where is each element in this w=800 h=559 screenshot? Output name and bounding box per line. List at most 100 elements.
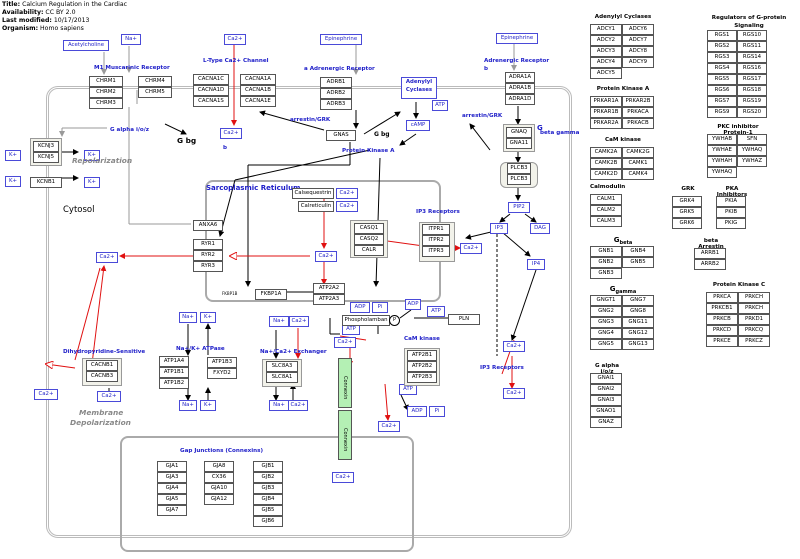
gene-calreticulin[interactable]: Calreticulin <box>298 201 334 212</box>
gene-rgs3[interactable]: RGS3 <box>707 52 737 63</box>
gene-gja4[interactable]: GJA4 <box>157 483 187 494</box>
gene-gja1[interactable]: GJA1 <box>157 461 187 472</box>
gene-adcy9[interactable]: ADCY9 <box>622 57 654 68</box>
gene-gjb5[interactable]: GJB5 <box>253 505 283 516</box>
gene-prkch[interactable]: PRKCH <box>738 303 770 314</box>
gene-pln[interactable]: PLN <box>448 314 480 325</box>
gene-chrm3[interactable]: CHRM3 <box>89 98 123 109</box>
gene-gja8[interactable]: GJA8 <box>204 461 234 472</box>
gene-prkca[interactable]: PRKCA <box>706 292 738 303</box>
gene-sfn[interactable]: SFN <box>737 134 767 145</box>
gene-casq1[interactable]: CASQ1 <box>354 223 384 234</box>
gene-gjb1[interactable]: GJB1 <box>253 461 283 472</box>
gene-rgs14[interactable]: RGS14 <box>737 52 767 63</box>
gene-cacna1c[interactable]: CACNA1C <box>193 74 229 85</box>
gene-adcy2[interactable]: ADCY2 <box>590 35 622 46</box>
gene-atp2b2[interactable]: ATP2B2 <box>407 361 437 372</box>
gene-ryr1[interactable]: RYR1 <box>193 239 223 250</box>
gene-plcb3-b[interactable]: PLCB3 <box>507 174 531 185</box>
gene-gjb4[interactable]: GJB4 <box>253 494 283 505</box>
gene-slc8a3[interactable]: SLC8A3 <box>266 361 298 372</box>
gene-gnb5[interactable]: GNB5 <box>622 257 654 268</box>
gene-calm1[interactable]: CALM1 <box>590 194 622 205</box>
gene-adcy6[interactable]: ADCY6 <box>622 24 654 35</box>
gene-adra1b[interactable]: ADRA1B <box>505 83 535 94</box>
gene-rgs7[interactable]: RGS7 <box>707 96 737 107</box>
gene-gja3[interactable]: GJA3 <box>157 472 187 483</box>
gene-rgs20[interactable]: RGS20 <box>737 107 767 118</box>
gene-calsequestrin[interactable]: Calsequestrin <box>292 188 334 199</box>
gene-gng8[interactable]: GNG8 <box>622 306 654 317</box>
gene-camk2g[interactable]: CAMK2G <box>622 147 654 158</box>
gene-itpr2[interactable]: ITPR2 <box>422 235 450 246</box>
gene-gng3[interactable]: GNG3 <box>590 317 622 328</box>
gene-itpr1[interactable]: ITPR1 <box>422 224 450 235</box>
gene-adcy4[interactable]: ADCY4 <box>590 57 622 68</box>
gene-cacna1b[interactable]: CACNA1B <box>240 85 276 96</box>
gene-ryr2[interactable]: RYR2 <box>193 250 223 261</box>
gene-atp1b1[interactable]: ATP1B1 <box>159 367 189 378</box>
gene-camk1[interactable]: CAMK1 <box>622 158 654 169</box>
gene-ywhah[interactable]: YWHAH <box>707 156 737 167</box>
gene-rgs19[interactable]: RGS19 <box>737 96 767 107</box>
gene-adra1d[interactable]: ADRA1D <box>505 94 535 105</box>
gene-cacna1e[interactable]: CACNA1E <box>240 96 276 107</box>
gene-prkcd[interactable]: PRKCD <box>706 325 738 336</box>
gene-grk4[interactable]: GRK4 <box>672 196 702 207</box>
gene-rgs16[interactable]: RGS16 <box>737 63 767 74</box>
gene-prkcz[interactable]: PRKCZ <box>738 336 770 347</box>
gene-adra1a[interactable]: ADRA1A <box>505 72 535 83</box>
gene-gja5[interactable]: GJA5 <box>157 494 187 505</box>
gene-ywhaz[interactable]: YWHAZ <box>737 156 767 167</box>
gene-adcy5[interactable]: ADCY5 <box>590 68 622 79</box>
gene-grk6[interactable]: GRK6 <box>672 218 702 229</box>
gene-gng11[interactable]: GNG11 <box>622 317 654 328</box>
gene-prkacb[interactable]: PRKACB <box>622 118 654 129</box>
gene-prkaca[interactable]: PRKACA <box>622 107 654 118</box>
gene-gjb2[interactable]: GJB2 <box>253 472 283 483</box>
gene-camk2b[interactable]: CAMK2B <box>590 158 622 169</box>
gene-ywhaq[interactable]: YWHAQ <box>707 167 737 178</box>
gene-gja12[interactable]: GJA12 <box>204 494 234 505</box>
gene-prkce[interactable]: PRKCE <box>706 336 738 347</box>
gene-chrm4[interactable]: CHRM4 <box>138 76 172 87</box>
gene-gnb1[interactable]: GNB1 <box>590 246 622 257</box>
adenylyl-cyclases-node[interactable]: Adenylyl Cyclases <box>401 77 437 99</box>
gene-atp2b1[interactable]: ATP2B1 <box>407 350 437 361</box>
gene-cx36[interactable]: CX36 <box>204 472 234 483</box>
gene-rgs18[interactable]: RGS18 <box>737 85 767 96</box>
gene-pkib[interactable]: PKIB <box>716 207 746 218</box>
gene-rgs4[interactable]: RGS4 <box>707 63 737 74</box>
gene-atp1a4[interactable]: ATP1A4 <box>159 356 189 367</box>
gene-gnai2[interactable]: GNAI2 <box>590 384 622 395</box>
gene-prkar1a[interactable]: PRKAR1A <box>590 96 622 107</box>
connexin-lower[interactable]: Connexin <box>338 410 352 460</box>
connexin-upper[interactable]: Connexin <box>338 358 352 408</box>
gene-plcb3-a[interactable]: PLCB3 <box>507 163 531 174</box>
gene-gnas[interactable]: GNAS <box>326 130 356 141</box>
gene-cacna1a[interactable]: CACNA1A <box>240 74 276 85</box>
gene-prkar2a[interactable]: PRKAR2A <box>590 118 622 129</box>
gene-adrb2[interactable]: ADRB2 <box>320 88 352 99</box>
gene-gja7[interactable]: GJA7 <box>157 505 187 516</box>
gene-gnaq[interactable]: GNAQ <box>506 127 532 138</box>
gene-fxyd2[interactable]: FXYD2 <box>207 368 237 379</box>
gene-calm2[interactable]: CALM2 <box>590 205 622 216</box>
gene-camk2d[interactable]: CAMK2D <box>590 169 622 180</box>
gene-gnaz[interactable]: GNAZ <box>590 417 622 428</box>
gene-prkd1[interactable]: PRKD1 <box>738 314 770 325</box>
gene-gna11[interactable]: GNA11 <box>506 138 532 149</box>
gene-rgs17[interactable]: RGS17 <box>737 74 767 85</box>
gene-atp2b3[interactable]: ATP2B3 <box>407 372 437 383</box>
gene-prkcq[interactable]: PRKCQ <box>738 325 770 336</box>
gene-gnb4[interactable]: GNB4 <box>622 246 654 257</box>
gene-camk2a[interactable]: CAMK2A <box>590 147 622 158</box>
gene-prkar1b[interactable]: PRKAR1B <box>590 107 622 118</box>
gene-gja10[interactable]: GJA10 <box>204 483 234 494</box>
gene-gng13[interactable]: GNG13 <box>622 339 654 350</box>
gene-gjb6[interactable]: GJB6 <box>253 516 283 527</box>
gene-gngt1[interactable]: GNGT1 <box>590 295 622 306</box>
gene-adcy3[interactable]: ADCY3 <box>590 46 622 57</box>
gene-atp2a3[interactable]: ATP2A3 <box>313 294 345 305</box>
gene-gnai1[interactable]: GNAI1 <box>590 373 622 384</box>
